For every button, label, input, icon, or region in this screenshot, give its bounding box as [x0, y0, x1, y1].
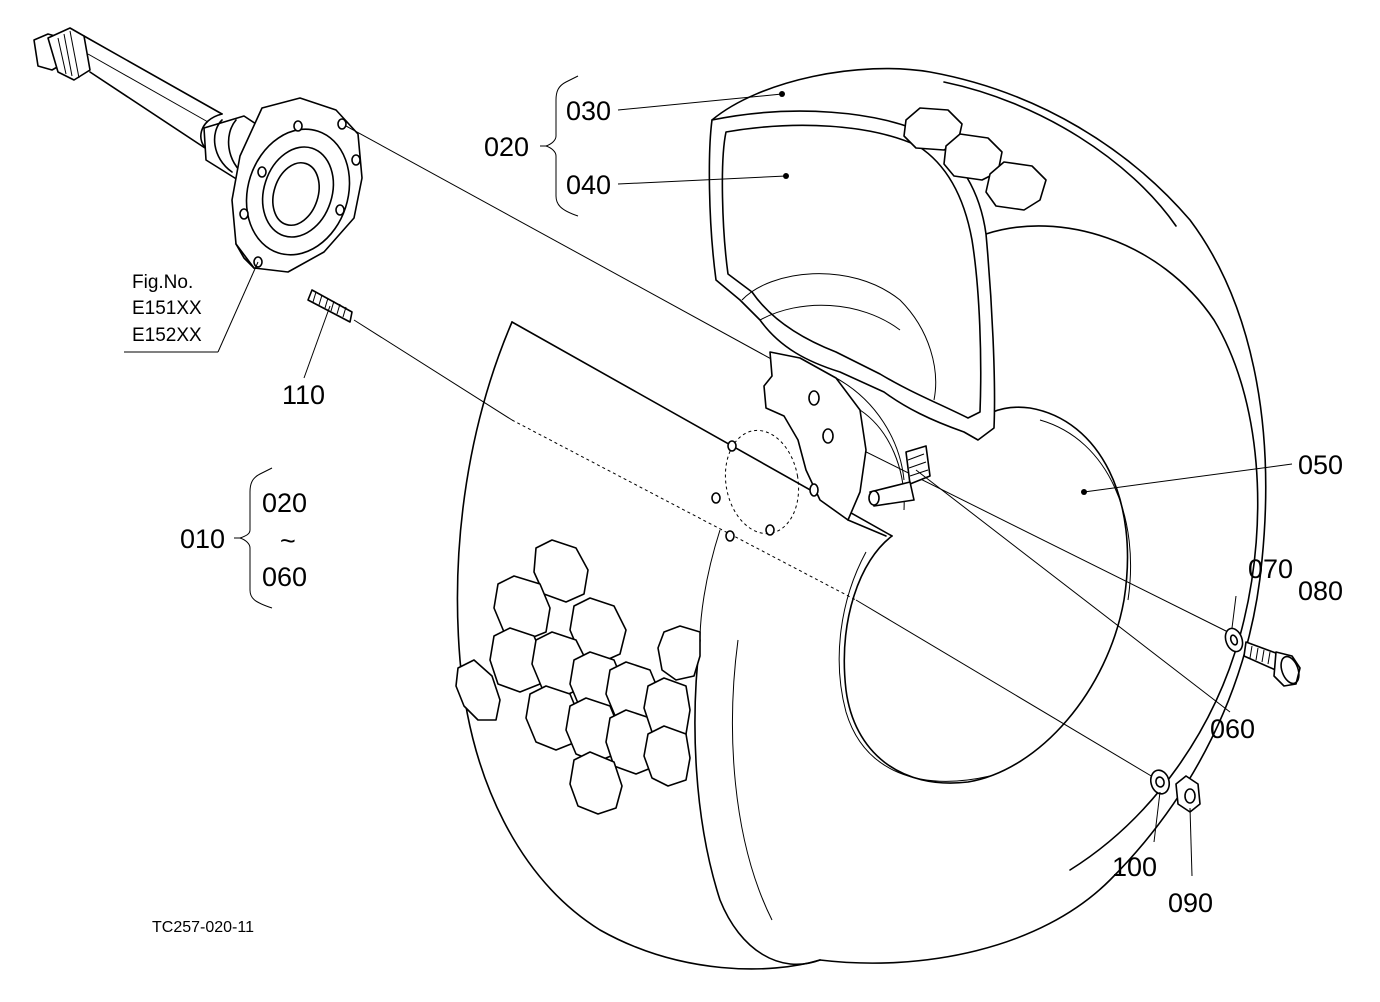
- stud-bolt-110: [303, 289, 353, 379]
- wheel-rim: [711, 351, 905, 542]
- group-end-060: 060: [262, 562, 307, 592]
- bolt-080: [1243, 641, 1301, 687]
- group-range-tilde: ~: [280, 526, 296, 556]
- callout-020: 020: [484, 132, 529, 162]
- callout-080: 080: [1298, 576, 1343, 606]
- callout-010: 010: [180, 524, 225, 554]
- hub-flange: [231, 97, 363, 273]
- bracket-020: [540, 75, 579, 217]
- callout-090: 090: [1168, 888, 1213, 918]
- callout-030: 030: [566, 96, 611, 126]
- leader-lines: [617, 91, 1293, 877]
- fig-code-label-1: E151XX: [132, 298, 202, 319]
- nut-090: [1175, 775, 1201, 813]
- tire-outer-body: [456, 67, 1267, 970]
- washer-100: [1149, 769, 1171, 795]
- tread-blocks-side: [455, 539, 701, 815]
- fig-code-label-2: E152XX: [132, 325, 202, 346]
- callout-050: 050: [1298, 450, 1343, 480]
- callout-040: 040: [566, 170, 611, 200]
- callout-100: 100: [1112, 852, 1157, 882]
- fig-reference-leader: [124, 261, 259, 353]
- callout-070: 070: [1248, 554, 1293, 584]
- tread-blocks-top: [903, 107, 1047, 211]
- bracket-010: [234, 467, 273, 609]
- fig-number-label: Fig.No.: [132, 272, 193, 293]
- callout-110: 110: [282, 380, 325, 410]
- axis-lines: [87, 53, 1229, 781]
- axle-shaft: [33, 27, 263, 181]
- diagram-id-label: TC257-020-11: [152, 919, 254, 936]
- washer-070: [1224, 627, 1244, 653]
- group-start-020: 020: [262, 488, 307, 518]
- callout-060: 060: [1210, 714, 1255, 744]
- valve-060: [868, 445, 931, 507]
